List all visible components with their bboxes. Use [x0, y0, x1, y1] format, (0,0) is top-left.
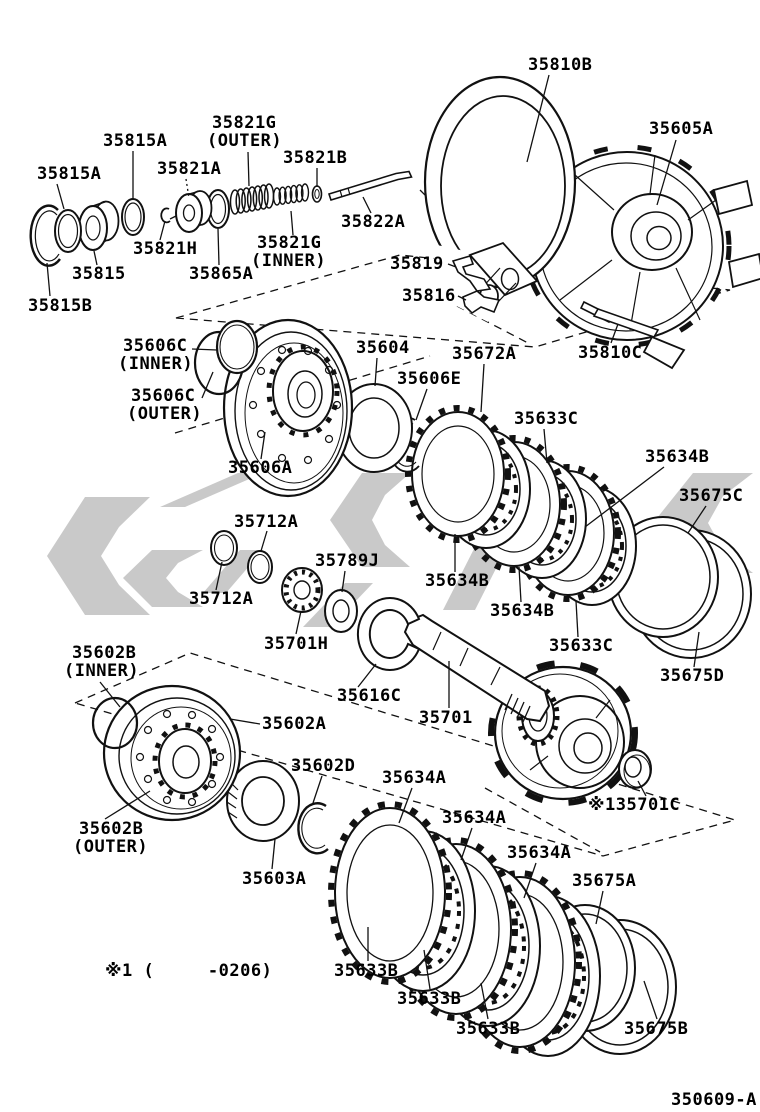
part-label-35634b: 35634B — [490, 601, 555, 621]
part-label-35789j: 35789J — [315, 551, 380, 571]
part-label-35675c: 35675C — [679, 486, 744, 506]
part-label-35604: 35604 — [356, 338, 410, 358]
part-label-35701h: 35701H — [264, 634, 329, 654]
part-label-35634b: 35634B — [425, 571, 490, 591]
part-label-35865a: 35865A — [189, 264, 254, 284]
part-label-35634a: 35634A — [507, 843, 572, 863]
b2-piston-group — [193, 318, 420, 498]
part-label-35634a: 35634A — [382, 768, 447, 788]
part-label-inner: (INNER) — [64, 661, 140, 681]
part-label-35675b: 35675B — [624, 1019, 689, 1039]
part-label-outer: (OUTER) — [127, 404, 203, 424]
part-label-35675a: 35675A — [572, 871, 637, 891]
accumulator-piston-group — [29, 170, 413, 267]
part-label-35712a: 35712A — [234, 512, 299, 532]
part-label-35602d: 35602D — [291, 756, 356, 776]
part-label-outer: (OUTER) — [73, 837, 149, 857]
part-label-35634b: 35634B — [645, 447, 710, 467]
part-label-inner: (INNER) — [251, 251, 327, 271]
part-label-35606c: 35606C — [123, 336, 188, 356]
part-label-35634a: 35634A — [442, 808, 507, 828]
part-label-35633b: 35633B — [456, 1019, 521, 1039]
part-label-35819: 35819 — [390, 254, 444, 274]
part-label-35606c: 35606C — [131, 386, 196, 406]
b2-clutch-stack — [405, 405, 752, 659]
part-label-35712a: 35712A — [189, 589, 254, 609]
part-label-35606e: 35606E — [397, 369, 462, 389]
part-label-35603a: 35603A — [242, 869, 307, 889]
b1-piston-group — [91, 684, 329, 855]
part-label-35633b: 35633B — [334, 961, 399, 981]
part-label-35815b: 35815B — [28, 296, 93, 316]
part-label-35602b: 35602B — [72, 643, 137, 663]
part-label-35815: 35815 — [72, 264, 126, 284]
part-label-35810c: 35810C — [578, 343, 643, 363]
part-label-35816: 35816 — [402, 286, 456, 306]
part-label-35633c: 35633C — [514, 409, 579, 429]
part-label-35602b: 35602B — [79, 819, 144, 839]
production-note: ※1 ( -0206) — [105, 961, 273, 981]
part-label-35633b: 35633B — [397, 989, 462, 1009]
part-label-35822a: 35822A — [341, 212, 406, 232]
output-shaft-group — [210, 530, 652, 806]
part-label-35821h: 35821H — [133, 239, 198, 259]
part-label-35606a: 35606A — [228, 458, 293, 478]
part-label-35810b: 35810B — [528, 55, 593, 75]
part-label-35821g: 35821G — [212, 113, 277, 133]
part-label-35675d: 35675D — [660, 666, 725, 686]
drawing-number: 350609-A — [671, 1090, 757, 1110]
part-label-inner: (INNER) — [118, 354, 194, 374]
leader-lines — [46, 74, 707, 1020]
part-label-35821a: 35821A — [157, 159, 222, 179]
part-label-35605a: 35605A — [649, 119, 714, 139]
part-label-35633c: 35633C — [549, 636, 614, 656]
part-label-135701c: ※135701C — [588, 795, 681, 815]
part-label-35616c: 35616C — [337, 686, 402, 706]
part-label-35602a: 35602A — [262, 714, 327, 734]
part-label-35821g: 35821G — [257, 233, 322, 253]
part-label-35815a: 35815A — [103, 131, 168, 151]
part-label-35815a: 35815A — [37, 164, 102, 184]
part-label-outer: (OUTER) — [207, 131, 283, 151]
b1-clutch-stack — [328, 801, 677, 1057]
part-label-35672a: 35672A — [452, 344, 517, 364]
part-label-35701: 35701 — [419, 708, 473, 728]
anchor-strut-parts — [451, 255, 660, 338]
part-label-35821b: 35821B — [283, 148, 348, 168]
